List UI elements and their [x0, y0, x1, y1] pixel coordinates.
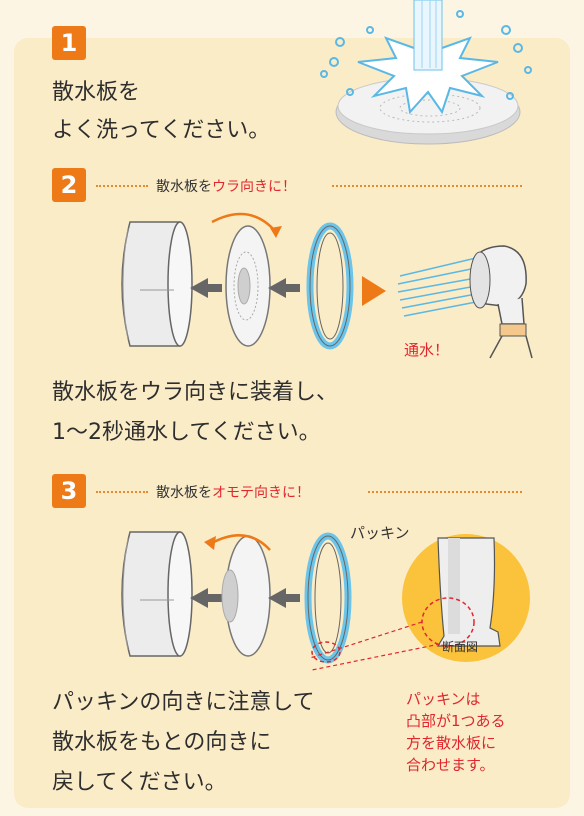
arrow-left-icon [190, 278, 208, 298]
step-3-heading-text: 散水板を [156, 485, 212, 501]
step-3-divider-right [368, 491, 522, 493]
play-triangle-icon [362, 276, 386, 306]
step-3-note-line-2: 凸部が1つある [406, 712, 506, 730]
rotate-arrow-icon [211, 212, 277, 233]
step-2-divider-left [96, 185, 148, 187]
step-2-badge: 2 [52, 168, 86, 202]
step-2-text-line-2: 1〜2秒通水してください。 [52, 420, 321, 445]
step-3-text-line-2: 散水板をもとの向きに [52, 730, 272, 755]
step-3-text-line-1: パッキンの向きに注意して [52, 690, 315, 715]
step-2-divider-right [332, 185, 522, 187]
shower-head-icon [397, 245, 533, 359]
flow-water-label: 通水！ [404, 341, 450, 359]
step-3-note-line-3: 方を散水板に [406, 734, 497, 752]
instruction-panel [14, 38, 570, 808]
step-3-heading: 散水板をオモテ向きに！ [156, 482, 310, 502]
cross-section-label: 断面図 [442, 640, 479, 654]
step-3-assembly-diagram [121, 531, 352, 664]
step-3-badge: 3 [52, 474, 86, 508]
step-2-heading: 散水板をウラ向きに！ [156, 176, 296, 196]
step-3-divider-left [96, 491, 148, 493]
step-2-text-line-1: 散水板をウラ向きに装着し、 [52, 380, 339, 405]
step-2-heading-text: 散水板を [156, 179, 212, 195]
step-3-note-line-1: パッキンは [406, 690, 481, 708]
step-1-text-line-2: よく洗ってください。 [52, 118, 271, 143]
step-3-text-line-3: 戻してください。 [52, 770, 227, 795]
water-splash-icon [320, 0, 532, 145]
step-2-heading-emphasis: ウラ向きに！ [212, 179, 296, 195]
step-1-badge: 1 [52, 26, 86, 60]
gasket-label: パッキン [350, 524, 410, 542]
step-3-heading-emphasis: オモテ向きに！ [212, 485, 310, 501]
step-3-note-line-4: 合わせます。 [406, 756, 495, 774]
step-2-assembly-diagram [121, 212, 354, 350]
cross-section-diagram [309, 534, 530, 671]
step-1-text-line-1: 散水板を [52, 80, 141, 105]
